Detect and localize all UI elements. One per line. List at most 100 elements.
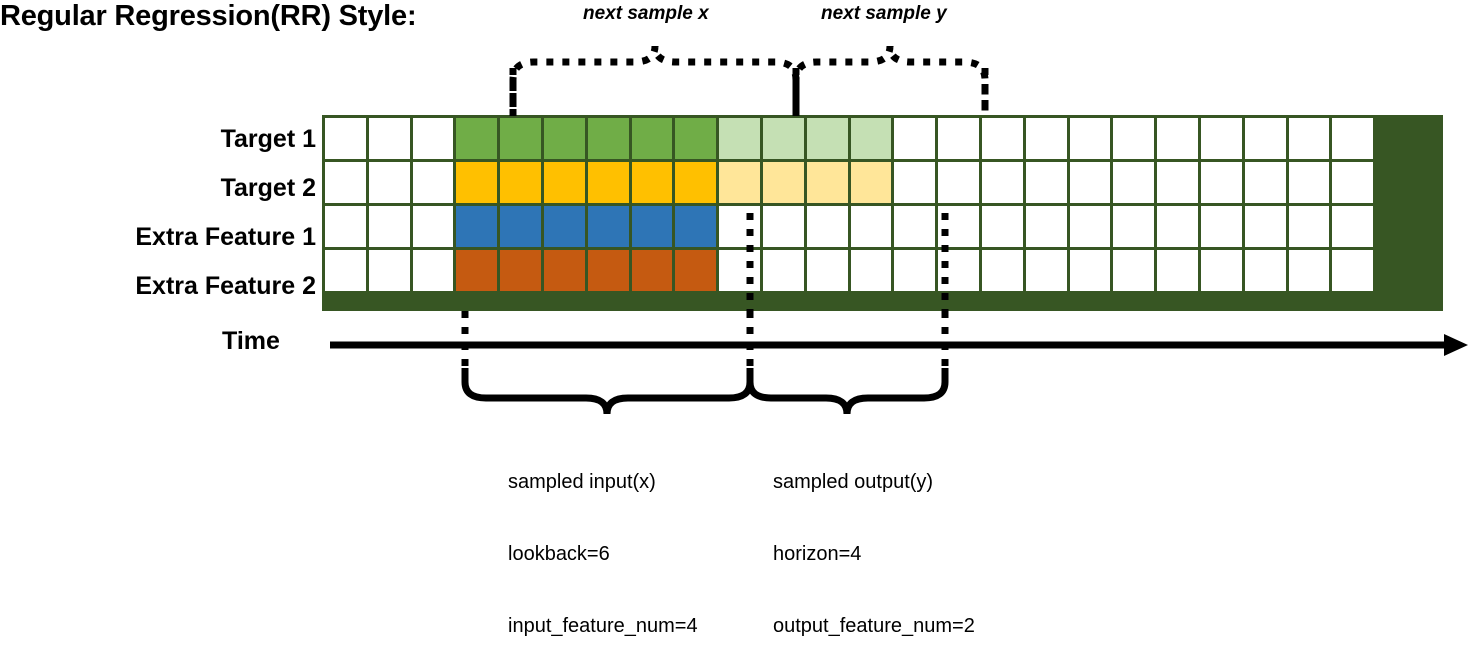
cell-empty[interactable] — [1332, 250, 1374, 291]
cell-input[interactable] — [543, 206, 585, 247]
sampled-input-line-1: sampled input(x) — [508, 471, 656, 493]
cell-input[interactable] — [543, 250, 585, 291]
cell-input[interactable] — [456, 118, 498, 159]
cell-empty[interactable] — [412, 162, 454, 203]
cell-empty[interactable] — [938, 162, 979, 203]
cell-empty[interactable] — [894, 250, 936, 291]
cell-empty[interactable] — [1332, 206, 1374, 247]
cell-empty[interactable] — [894, 118, 936, 159]
cell-input[interactable] — [456, 206, 498, 247]
cell-empty[interactable] — [1025, 118, 1067, 159]
cell-empty[interactable] — [1069, 206, 1111, 247]
cell-input[interactable] — [543, 162, 585, 203]
cell-empty[interactable] — [850, 206, 892, 247]
annotation-sampled-output: sampled output(y) horizon=4 output_featu… — [773, 422, 975, 662]
cell-input[interactable] — [587, 162, 629, 203]
cell-empty[interactable] — [412, 118, 454, 159]
cell-empty[interactable] — [368, 206, 410, 247]
cell-output[interactable] — [719, 118, 760, 159]
cell-empty[interactable] — [1200, 206, 1242, 247]
cell-empty[interactable] — [1244, 250, 1286, 291]
cell-empty[interactable] — [938, 206, 979, 247]
cell-empty[interactable] — [1200, 162, 1242, 203]
cell-input[interactable] — [500, 206, 541, 247]
cell-output[interactable] — [762, 162, 804, 203]
cell-input[interactable] — [631, 250, 673, 291]
cell-empty[interactable] — [850, 250, 892, 291]
cell-input[interactable] — [456, 250, 498, 291]
cell-empty[interactable] — [1288, 206, 1330, 247]
cell-input[interactable] — [631, 118, 673, 159]
cell-empty[interactable] — [1069, 250, 1111, 291]
cell-empty[interactable] — [1288, 250, 1330, 291]
cell-empty[interactable] — [1332, 118, 1374, 159]
cell-empty[interactable] — [806, 206, 848, 247]
cell-empty[interactable] — [762, 206, 804, 247]
cell-empty[interactable] — [1244, 206, 1286, 247]
cell-empty[interactable] — [938, 250, 979, 291]
cell-output[interactable] — [719, 162, 760, 203]
cell-empty[interactable] — [981, 162, 1023, 203]
cell-empty[interactable] — [1157, 162, 1198, 203]
cell-input[interactable] — [456, 162, 498, 203]
cell-empty[interactable] — [1113, 118, 1155, 159]
cell-empty[interactable] — [1288, 118, 1330, 159]
cell-input[interactable] — [500, 118, 541, 159]
cell-input[interactable] — [587, 250, 629, 291]
cell-empty[interactable] — [368, 162, 410, 203]
cell-empty[interactable] — [719, 250, 760, 291]
cell-output[interactable] — [850, 118, 892, 159]
cell-empty[interactable] — [1200, 118, 1242, 159]
cell-empty[interactable] — [325, 162, 366, 203]
cell-empty[interactable] — [368, 118, 410, 159]
cell-empty[interactable] — [1332, 162, 1374, 203]
cell-empty[interactable] — [981, 206, 1023, 247]
cell-empty[interactable] — [325, 206, 366, 247]
cell-empty[interactable] — [1069, 162, 1111, 203]
cell-empty[interactable] — [1113, 206, 1155, 247]
cell-empty[interactable] — [1157, 206, 1198, 247]
cell-input[interactable] — [631, 162, 673, 203]
cell-empty[interactable] — [1244, 162, 1286, 203]
cell-empty[interactable] — [412, 206, 454, 247]
cell-output[interactable] — [806, 162, 848, 203]
cell-input[interactable] — [675, 250, 717, 291]
annotation-sampled-input: sampled input(x) lookback=6 input_featur… — [508, 422, 698, 662]
cell-input[interactable] — [675, 162, 717, 203]
cell-empty[interactable] — [1025, 162, 1067, 203]
cell-empty[interactable] — [1157, 118, 1198, 159]
cell-input[interactable] — [587, 118, 629, 159]
cell-empty[interactable] — [894, 206, 936, 247]
cell-empty[interactable] — [1244, 118, 1286, 159]
cell-empty[interactable] — [806, 250, 848, 291]
cell-empty[interactable] — [1113, 162, 1155, 203]
cell-empty[interactable] — [894, 162, 936, 203]
cell-output[interactable] — [806, 118, 848, 159]
cell-empty[interactable] — [981, 250, 1023, 291]
cell-input[interactable] — [631, 206, 673, 247]
cell-empty[interactable] — [412, 250, 454, 291]
cell-output[interactable] — [762, 118, 804, 159]
cell-output[interactable] — [850, 162, 892, 203]
cell-input[interactable] — [675, 118, 717, 159]
cell-empty[interactable] — [1288, 162, 1330, 203]
cell-input[interactable] — [500, 162, 541, 203]
cell-empty[interactable] — [938, 118, 979, 159]
cell-empty[interactable] — [1025, 250, 1067, 291]
cell-empty[interactable] — [1113, 250, 1155, 291]
cell-empty[interactable] — [981, 118, 1023, 159]
cell-empty[interactable] — [1025, 206, 1067, 247]
cell-input[interactable] — [500, 250, 541, 291]
cell-empty[interactable] — [1157, 250, 1198, 291]
cell-empty[interactable] — [762, 250, 804, 291]
cell-empty[interactable] — [719, 206, 760, 247]
cell-empty[interactable] — [1069, 118, 1111, 159]
sampled-output-line-2: horizon=4 — [773, 543, 862, 565]
cell-empty[interactable] — [1200, 250, 1242, 291]
cell-empty[interactable] — [368, 250, 410, 291]
cell-input[interactable] — [543, 118, 585, 159]
cell-empty[interactable] — [325, 118, 366, 159]
cell-empty[interactable] — [325, 250, 366, 291]
cell-input[interactable] — [587, 206, 629, 247]
cell-input[interactable] — [675, 206, 717, 247]
